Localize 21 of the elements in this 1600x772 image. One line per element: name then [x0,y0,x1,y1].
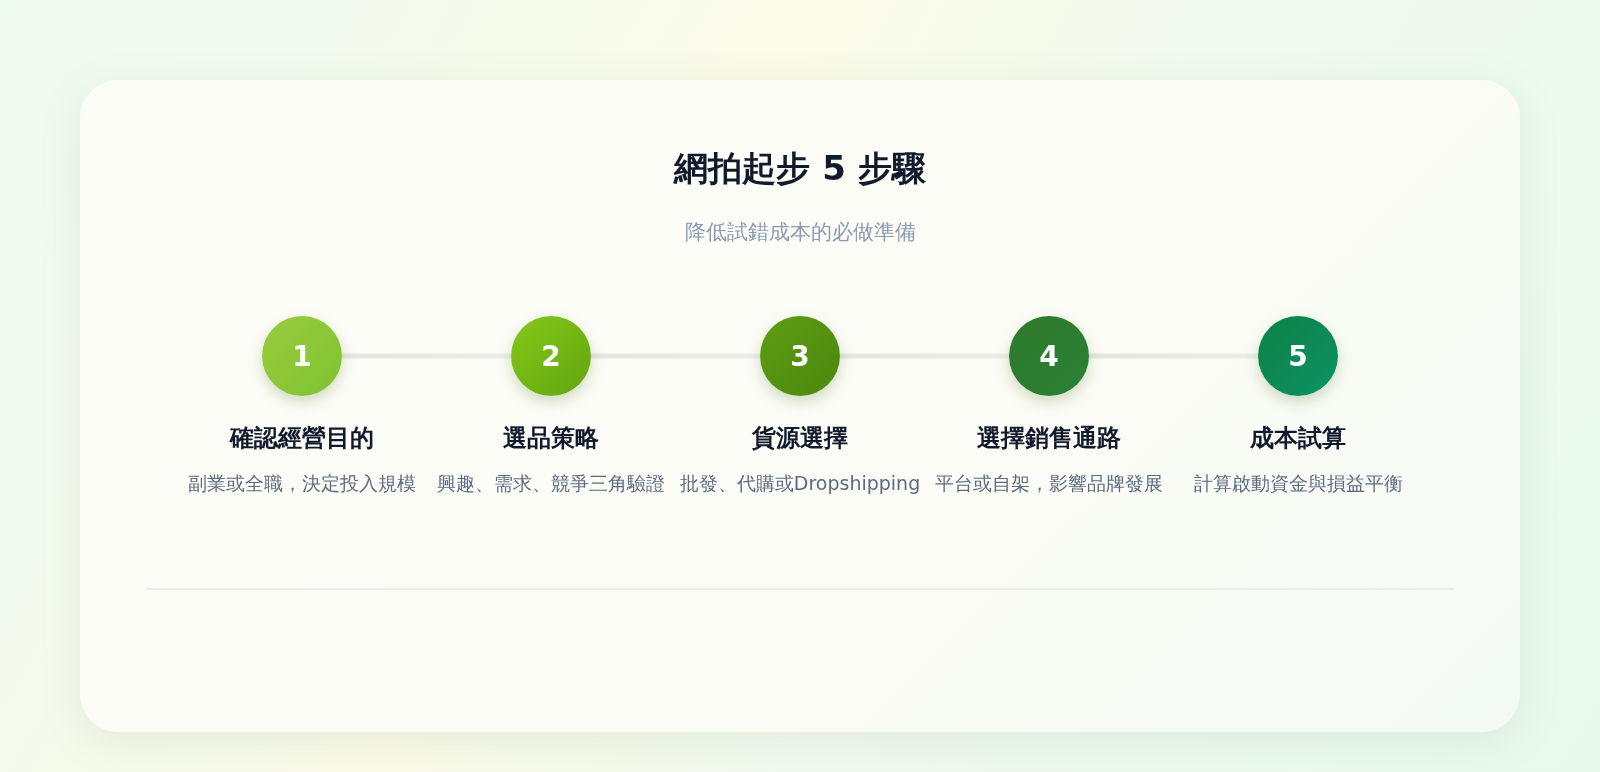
step-number: 1 [262,316,342,396]
step-number: 3 [760,316,840,396]
step-title: 確認經營目的 [230,423,374,454]
title: 網拍起步 5 步驟 [672,147,927,190]
step-title: 選擇銷售通路 [977,423,1121,454]
step-description: 計算啟動資金與損益平衡 [1192,471,1404,496]
step-description: 平台或自架，影響品牌發展 [934,471,1164,496]
step-description: 副業或全職，決定投入規模 [187,471,417,496]
step-title: 選品策略 [503,423,599,454]
step-title: 貨源選擇 [752,423,848,454]
step-number: 5 [1258,316,1338,396]
step-number: 4 [1009,316,1089,396]
step-number: 2 [511,316,591,396]
connector-line [840,353,1009,359]
step-title: 成本試算 [1250,423,1346,454]
step-description: 興趣、需求、競爭三角驗證 [436,471,666,496]
subtitle: 降低試錯成本的必做準備 [683,219,917,246]
step-description: 批發、代購或Dropshipping [678,471,922,496]
connector-line [591,353,760,359]
connector-line [1089,353,1258,359]
connector-line [342,353,511,359]
